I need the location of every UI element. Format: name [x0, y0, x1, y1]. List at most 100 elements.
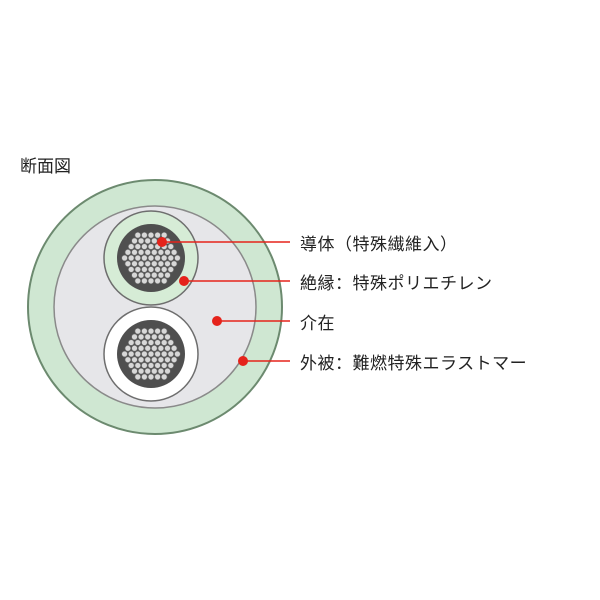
conductor-strand — [164, 356, 171, 363]
conductor-strand — [144, 333, 151, 341]
conductor-strand — [137, 345, 145, 352]
conductor-strand — [157, 333, 165, 341]
conductor-strand — [141, 339, 148, 346]
conductor-strand — [144, 356, 151, 363]
conductor-strand — [151, 237, 158, 245]
conductor-bottom-strands — [121, 327, 181, 381]
conductor-strand — [167, 243, 175, 250]
conductor-strand — [141, 254, 148, 262]
conductor-strand — [147, 266, 155, 273]
conductor-strand — [170, 260, 178, 267]
conductor-strand — [157, 367, 165, 375]
conductor-strand — [128, 350, 135, 358]
conductor-strand — [161, 254, 168, 262]
conductor-strand — [147, 339, 155, 346]
conductor-strand — [131, 345, 138, 352]
marker-dot-conductor — [157, 237, 167, 247]
conductor-strand — [161, 373, 168, 381]
conductor-strand — [137, 271, 145, 279]
conductor-strand — [128, 266, 135, 273]
conductor-strand — [137, 237, 145, 245]
conductor-strand — [167, 350, 175, 358]
conductor-strand — [124, 249, 132, 256]
conductor-strand — [164, 271, 171, 279]
conductor-strand — [147, 254, 155, 262]
conductor-strand — [147, 243, 155, 250]
conductor-strand — [157, 345, 165, 352]
conductor-strand — [131, 249, 138, 256]
conductor-strand — [147, 231, 155, 239]
conductor-strand — [141, 373, 148, 381]
conductor-strand — [144, 260, 151, 267]
conductor-strand — [134, 362, 142, 369]
conductor-strand — [151, 356, 158, 363]
conductor-strand — [161, 327, 168, 335]
conductor-strand — [141, 277, 148, 285]
conductor-strand — [154, 277, 161, 285]
conductor-strand — [167, 362, 175, 369]
conductor-strand — [164, 367, 171, 375]
conductor-strand — [151, 367, 158, 375]
conductor-strand — [174, 350, 181, 358]
conductor-strand — [147, 277, 155, 285]
conductor-strand — [154, 350, 161, 358]
conductor-strand — [121, 350, 128, 358]
conductor-strand — [154, 266, 161, 273]
conductor-strand — [161, 277, 168, 285]
marker-dot-insulation — [179, 276, 189, 286]
conductor-strand — [137, 356, 145, 363]
conductor-strand — [131, 271, 138, 279]
marker-dot-jacket — [238, 356, 248, 366]
conductor-strand — [141, 266, 148, 273]
conductor-strand — [134, 254, 142, 262]
conductor-strand — [137, 367, 145, 375]
conductor-strand — [151, 333, 158, 341]
conductor-strand — [134, 277, 142, 285]
conductor-strand — [128, 362, 135, 369]
label-filler: 介在 — [300, 314, 335, 334]
conductor-strand — [144, 271, 151, 279]
conductor-strand — [147, 327, 155, 335]
conductor-strand — [151, 271, 158, 279]
conductor-strand — [167, 339, 175, 346]
conductor-strand — [134, 350, 142, 358]
conductor-strand — [144, 367, 151, 375]
conductor-strand — [141, 327, 148, 335]
conductor-strand — [128, 243, 135, 250]
conductor-strand — [154, 339, 161, 346]
conductor-strand — [161, 350, 168, 358]
conductor-strand — [134, 231, 142, 239]
conductor-strand — [147, 350, 155, 358]
label-insulation: 絶縁：特殊ポリエチレン — [300, 274, 493, 294]
label-jacket: 外被：難燃特殊エラストマー — [300, 354, 528, 374]
conductor-strand — [157, 249, 165, 256]
conductor-strand — [141, 243, 148, 250]
conductor-strand — [170, 356, 178, 363]
conductor-strand — [167, 254, 175, 262]
conductor-strand — [164, 333, 171, 341]
conductor-strand — [164, 345, 171, 352]
conductor-strand — [134, 327, 142, 335]
diagram-title: 断面図 — [20, 157, 71, 177]
conductor-strand — [170, 249, 178, 256]
conductor-strand — [154, 254, 161, 262]
conductor-strand — [141, 231, 148, 239]
conductor-strand — [134, 266, 142, 273]
conductor-strand — [134, 373, 142, 381]
label-conductor: 導体（特殊繊維入） — [300, 235, 458, 255]
conductor-strand — [154, 327, 161, 335]
conductor-strand — [154, 373, 161, 381]
conductor-strand — [128, 254, 135, 262]
conductor-strand — [161, 362, 168, 369]
conductor-strand — [134, 339, 142, 346]
conductor-strand — [131, 260, 138, 267]
conductor-strand — [144, 345, 151, 352]
conductor-strand — [164, 249, 171, 256]
conductor-strand — [141, 362, 148, 369]
conductor-strand — [121, 254, 128, 262]
conductor-strand — [157, 260, 165, 267]
conductor-strand — [131, 356, 138, 363]
conductor-strand — [151, 345, 158, 352]
conductor-strand — [137, 333, 145, 341]
conductor-strand — [167, 266, 175, 273]
